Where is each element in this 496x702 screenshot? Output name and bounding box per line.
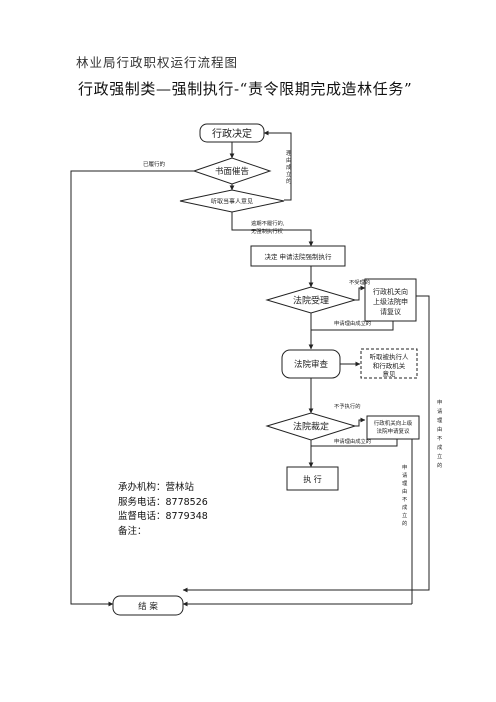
svg-text:听取被执行人: 听取被执行人 — [370, 352, 410, 361]
node-execute: 执 行 — [286, 466, 339, 491]
node-start: 行政决定 — [199, 123, 265, 143]
service-phone-line: 服务电话：8778526 — [118, 496, 208, 508]
svg-text:请: 请 — [437, 407, 443, 415]
svg-text:成: 成 — [402, 503, 408, 511]
svg-text:不: 不 — [402, 496, 408, 503]
node-hear-opinion: 听取当事人意见 — [179, 189, 285, 213]
node-apply-court: 决定 申请法院强制执行 — [250, 245, 346, 267]
svg-text:理: 理 — [286, 150, 292, 157]
org-line: 承办机构：营林站 — [118, 482, 195, 493]
svg-text:申: 申 — [437, 398, 442, 406]
label-fulfilled: 已履行的 — [143, 160, 166, 168]
svg-text:的: 的 — [437, 461, 442, 469]
svg-text:由: 由 — [402, 487, 407, 495]
svg-text:法院裁定: 法院裁定 — [293, 421, 329, 433]
flowchart-subtitle: 行政强制类—强制执行-“责令限期完成造林任务” — [78, 80, 413, 98]
svg-text:结 案: 结 案 — [138, 601, 158, 612]
svg-text:理: 理 — [402, 480, 408, 487]
svg-text:上级法院申: 上级法院申 — [373, 297, 408, 306]
node-court-ruling: 法院裁定 — [265, 412, 357, 441]
svg-text:的: 的 — [402, 519, 407, 527]
svg-text:行政决定: 行政决定 — [212, 127, 252, 140]
node-consult-parties: 听取被执行人 和行政机关 意见 — [360, 348, 418, 379]
node-end: 结 案 — [112, 595, 184, 616]
node-review-request-2: 行政机关向上级 法院申请复议 — [366, 415, 420, 440]
node-review-request-1: 行政机关向 上级法院申 请复议 — [364, 278, 417, 322]
svg-text:立: 立 — [437, 452, 442, 460]
svg-text:决定 申请法院强制执行: 决定 申请法院强制执行 — [264, 252, 332, 261]
svg-text:成: 成 — [286, 163, 292, 171]
svg-text:理: 理 — [437, 417, 443, 424]
svg-text:执 行: 执 行 — [303, 474, 322, 484]
label-review-valid-1: 申请理由成立的 — [334, 319, 371, 327]
svg-text:立: 立 — [286, 170, 292, 178]
label-review-invalid-mid: 申 请 理 由 不 成 立 的 — [402, 463, 408, 527]
svg-text:由: 由 — [286, 156, 292, 164]
svg-text:法院申请复议: 法院申请复议 — [376, 427, 410, 435]
svg-text:的: 的 — [286, 177, 292, 185]
label-overdue-2: 无强制执行权 — [251, 227, 283, 235]
label-review-invalid-right: 申 请 理 由 不 成 立 的 — [437, 398, 443, 469]
svg-text:法院审查: 法院审查 — [294, 359, 329, 370]
label-reason-valid: 理 由 成 立 的 — [286, 150, 292, 185]
svg-text:请复议: 请复议 — [380, 307, 401, 316]
svg-text:行政机关向: 行政机关向 — [373, 287, 408, 296]
supervise-phone-line: 监督电话：8779348 — [118, 511, 208, 522]
page-title: 林业局行政职权运行流程图 — [76, 55, 239, 70]
note-line: 备注： — [118, 525, 147, 537]
node-court-review: 法院审查 — [281, 349, 341, 379]
svg-text:不: 不 — [437, 435, 443, 442]
svg-text:立: 立 — [402, 511, 407, 519]
svg-text:申: 申 — [402, 463, 407, 471]
svg-text:法院受理: 法院受理 — [293, 295, 329, 307]
node-court-accept: 法院受理 — [265, 286, 357, 314]
svg-text:请: 请 — [402, 471, 408, 479]
label-not-accepted: 不受理的 — [349, 278, 370, 286]
svg-text:成: 成 — [437, 443, 443, 451]
svg-text:书面催告: 书面催告 — [215, 166, 249, 177]
svg-text:意见: 意见 — [383, 369, 397, 378]
svg-text:和行政机关: 和行政机关 — [373, 361, 406, 370]
svg-text:行政机关向上级: 行政机关向上级 — [374, 419, 413, 427]
label-review-valid-2: 申请理由成立的 — [334, 437, 371, 445]
contact-info: 承办机构：营林站 服务电话：8778526 监督电话：8779348 备注： — [118, 481, 208, 539]
label-overdue-1: 逾期不履行的, — [251, 219, 285, 227]
label-not-execute: 不予执行的 — [334, 402, 361, 410]
node-notice: 书面催告 — [192, 157, 272, 185]
svg-text:由: 由 — [437, 425, 442, 433]
svg-text:听取当事人意见: 听取当事人意见 — [211, 198, 253, 206]
